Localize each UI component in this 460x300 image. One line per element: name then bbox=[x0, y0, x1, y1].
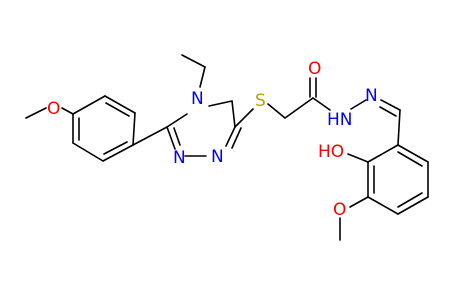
bond bbox=[105, 102, 130, 117]
atom-nitrogen-ring-1: N bbox=[173, 148, 186, 168]
bond bbox=[380, 99, 401, 111]
atom-labels: O N N N S O HN N HO O bbox=[47, 59, 378, 220]
bond bbox=[181, 54, 206, 68]
bond bbox=[199, 66, 206, 88]
bond bbox=[397, 144, 429, 163]
bond bbox=[72, 142, 104, 162]
bond bbox=[349, 196, 369, 208]
atom-nitrogen-ethyl: N bbox=[191, 89, 204, 109]
bond bbox=[397, 151, 423, 167]
bond bbox=[225, 126, 236, 147]
bond bbox=[103, 141, 128, 155]
bond bbox=[312, 97, 331, 111]
bond bbox=[367, 196, 399, 215]
bond bbox=[72, 95, 106, 115]
bond bbox=[350, 99, 367, 110]
bond bbox=[61, 107, 74, 115]
bond bbox=[102, 144, 134, 162]
atom-nitrogen-ring-2: N bbox=[211, 147, 224, 167]
bond bbox=[397, 192, 423, 208]
bond bbox=[347, 153, 369, 163]
bond bbox=[379, 106, 397, 117]
bond bbox=[208, 100, 233, 107]
bond bbox=[397, 109, 401, 146]
bond bbox=[234, 108, 254, 128]
atom-oxygen-methoxy-bottom: O bbox=[333, 200, 346, 220]
bond bbox=[132, 126, 168, 146]
atom-nitrogen-imine: N bbox=[365, 86, 378, 106]
atom-oxygen-methoxy-left: O bbox=[47, 99, 60, 119]
bond bbox=[166, 126, 176, 150]
bond bbox=[397, 196, 429, 215]
bond bbox=[231, 127, 242, 149]
bond bbox=[267, 103, 286, 119]
atom-oxygen-carbonyl: O bbox=[308, 59, 321, 79]
bonds bbox=[25, 54, 429, 241]
bond bbox=[284, 97, 314, 119]
atom-sulfur: S bbox=[255, 91, 266, 111]
bond bbox=[25, 107, 47, 119]
atom-nh-hydrazide: HN bbox=[327, 110, 353, 130]
bond bbox=[104, 95, 136, 114]
atom-hydroxyl: HO bbox=[318, 142, 344, 162]
bond bbox=[367, 144, 399, 163]
bond bbox=[132, 112, 136, 146]
bond bbox=[166, 113, 188, 128]
bond bbox=[173, 127, 181, 146]
bond bbox=[231, 100, 236, 128]
